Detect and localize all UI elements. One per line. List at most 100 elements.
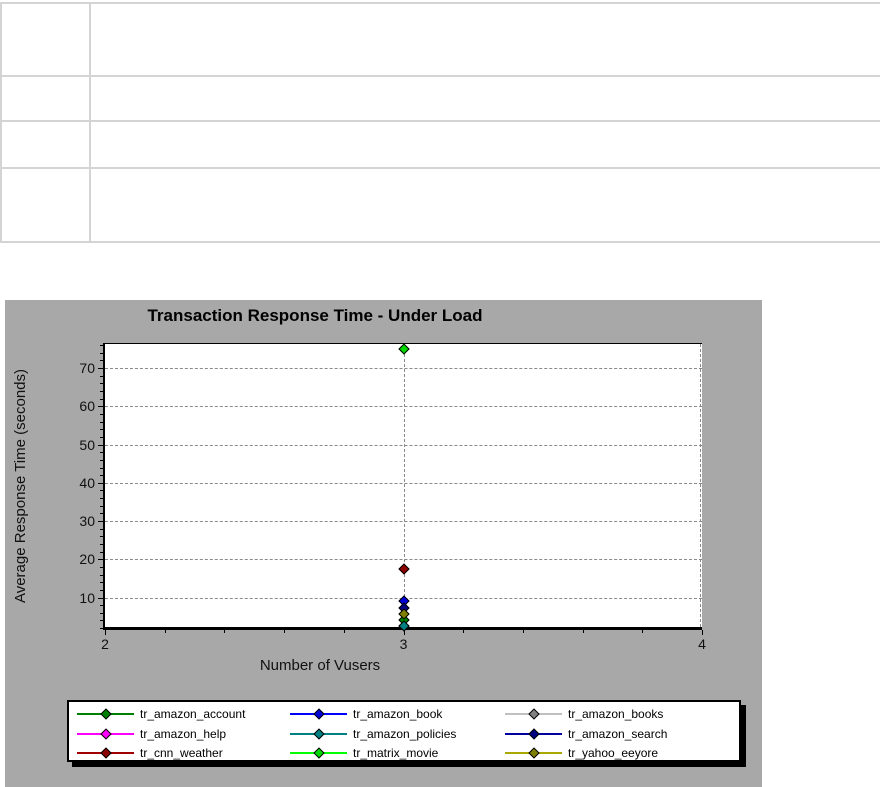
legend-label: tr_amazon_account xyxy=(140,707,246,721)
legend-item: tr_amazon_books xyxy=(505,705,715,724)
x-minor-tick xyxy=(463,630,465,633)
table-cell xyxy=(2,79,87,118)
legend-item: tr_yahoo_eeyore xyxy=(505,744,715,763)
x-minor-tick xyxy=(164,630,166,633)
y-tick-label: 20 xyxy=(79,551,95,568)
x-minor-tick xyxy=(582,630,584,633)
plot-area xyxy=(103,343,702,632)
legend-label: tr_amazon_policies xyxy=(353,726,457,741)
legend-marker xyxy=(100,708,112,720)
y-tick xyxy=(98,597,103,599)
y-minor-tick xyxy=(100,360,103,362)
y-tick xyxy=(98,559,103,561)
legend-label: tr_cnn_weather xyxy=(140,746,223,760)
x-minor-tick xyxy=(343,630,345,633)
y-minor-tick xyxy=(100,352,103,354)
y-tick-label: 70 xyxy=(79,360,95,377)
y-minor-tick xyxy=(100,620,103,622)
table-row-divider xyxy=(0,75,880,77)
y-minor-tick xyxy=(100,543,103,545)
y-tick xyxy=(98,368,103,370)
y-minor-tick xyxy=(100,605,103,607)
table-cell xyxy=(2,171,87,239)
y-tick xyxy=(98,406,103,408)
data-point-tr_cnn_weather xyxy=(397,563,410,575)
y-minor-tick xyxy=(100,452,103,454)
y-minor-tick xyxy=(100,582,103,584)
y-minor-tick xyxy=(100,528,103,530)
legend-marker xyxy=(100,727,112,740)
y-tick-label: 30 xyxy=(79,513,95,530)
y-minor-tick xyxy=(100,436,103,438)
y-minor-tick xyxy=(100,398,103,400)
y-minor-tick xyxy=(100,612,103,614)
legend-item: tr_matrix_movie xyxy=(290,744,500,763)
y-minor-tick xyxy=(100,498,103,500)
legend-marker xyxy=(313,747,325,759)
y-tick-label: 50 xyxy=(79,436,95,453)
y-minor-tick xyxy=(100,536,103,538)
gridline-v xyxy=(700,344,701,627)
x-tick-label: 4 xyxy=(698,636,706,652)
table-cell xyxy=(93,79,878,118)
table-cell xyxy=(93,4,878,73)
x-tick-label: 3 xyxy=(399,636,408,652)
chart-title: Transaction Response Time - Under Load xyxy=(147,306,483,325)
y-minor-tick xyxy=(100,429,103,431)
legend-marker xyxy=(528,747,540,759)
legend-item: tr_amazon_help xyxy=(77,725,287,744)
y-minor-tick xyxy=(100,490,103,492)
x-tick xyxy=(403,630,405,635)
y-tick-label: 60 xyxy=(79,398,95,415)
table-cell xyxy=(93,124,878,165)
x-minor-tick xyxy=(224,630,226,633)
y-minor-tick xyxy=(100,551,103,553)
data-point-tr_matrix_movie xyxy=(397,343,410,355)
legend-marker xyxy=(528,727,540,740)
y-minor-tick xyxy=(100,628,103,630)
gridline-v xyxy=(403,344,405,627)
table-border-left xyxy=(0,2,2,243)
y-minor-tick xyxy=(100,383,103,385)
y-minor-tick xyxy=(100,566,103,568)
x-minor-tick xyxy=(284,630,286,633)
legend-label: tr_amazon_book xyxy=(353,707,443,721)
legend-marker xyxy=(100,747,112,759)
y-tick xyxy=(98,521,103,523)
transaction-response-time-chart: Transaction Response Time - Under Load A… xyxy=(5,300,762,787)
legend-item: tr_amazon_book xyxy=(290,705,500,724)
table-row-divider xyxy=(0,120,880,122)
legend-marker xyxy=(528,708,540,720)
table-cell xyxy=(2,4,87,73)
y-minor-tick xyxy=(100,459,103,461)
legend-marker xyxy=(313,708,325,720)
y-minor-tick xyxy=(100,467,103,469)
y-minor-tick xyxy=(100,391,103,393)
y-minor-tick xyxy=(100,475,103,477)
legend-label: tr_yahoo_eeyore xyxy=(568,746,659,760)
y-tick-label: 40 xyxy=(79,474,95,491)
legend-item: tr_amazon_policies xyxy=(290,725,500,744)
legend-item: tr_amazon_account xyxy=(77,705,287,724)
table-row-divider xyxy=(0,167,880,169)
table-cell xyxy=(93,171,878,239)
y-tick xyxy=(98,444,103,446)
y-minor-tick xyxy=(100,375,103,377)
x-tick-label: 2 xyxy=(101,636,109,652)
legend-item: tr_cnn_weather xyxy=(77,744,287,763)
table-border-bottom xyxy=(0,241,880,243)
y-minor-tick xyxy=(100,513,103,515)
y-minor-tick xyxy=(100,589,103,591)
y-minor-tick xyxy=(100,574,103,576)
x-axis-title: Number of Vusers xyxy=(259,657,381,674)
table-column-divider xyxy=(89,2,91,243)
legend-label: tr_amazon_help xyxy=(140,726,227,741)
x-minor-tick xyxy=(522,630,524,633)
x-tick xyxy=(702,630,703,635)
legend-label: tr_amazon_books xyxy=(568,707,664,721)
legend-label: tr_matrix_movie xyxy=(353,746,439,760)
y-minor-tick xyxy=(100,345,103,347)
y-tick xyxy=(98,482,103,484)
x-tick xyxy=(105,630,106,635)
y-minor-tick xyxy=(100,505,103,507)
